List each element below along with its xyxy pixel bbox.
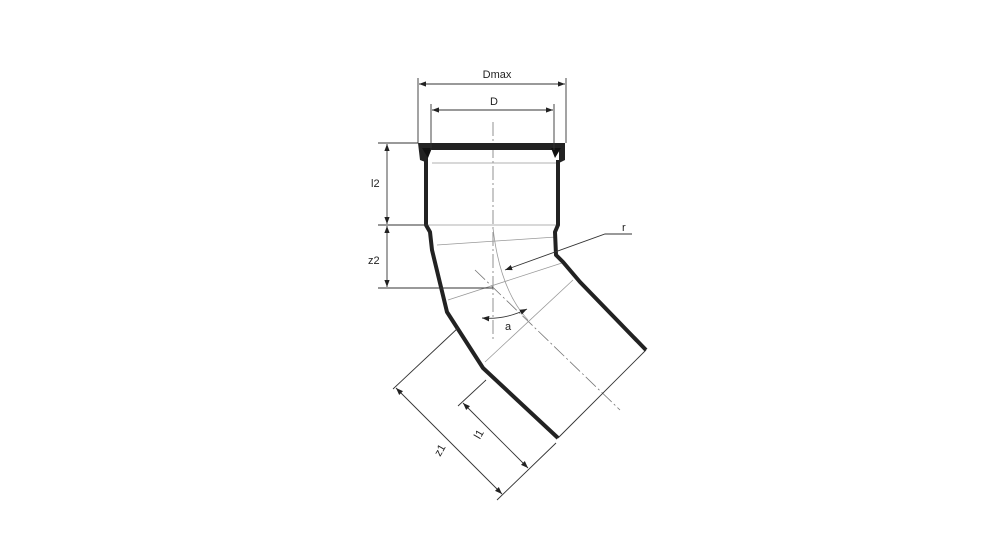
construction-lines	[428, 162, 574, 363]
z1-label: z1	[432, 442, 448, 458]
end-face	[557, 349, 647, 439]
dmax-label: Dmax	[483, 69, 512, 81]
l2-label: l2	[371, 178, 380, 190]
a-label: a	[505, 321, 512, 333]
dmax-dimension: Dmax	[417, 69, 567, 143]
left-wall	[424, 160, 560, 440]
d-label: D	[490, 96, 498, 108]
centerlines	[474, 122, 621, 411]
radius-dimension: r	[504, 222, 632, 271]
d-dimension: D	[430, 96, 555, 150]
l1-label: l1	[472, 428, 487, 441]
z2-label: z2	[368, 255, 380, 267]
right-wall	[553, 160, 648, 352]
r-label: r	[622, 222, 626, 234]
z1-l1-dimensions: z1 l1	[392, 327, 557, 501]
l2-z2-dimensions: l2 z2	[368, 142, 493, 289]
socket-ring	[418, 143, 565, 163]
angle-dimension: a	[481, 308, 528, 333]
